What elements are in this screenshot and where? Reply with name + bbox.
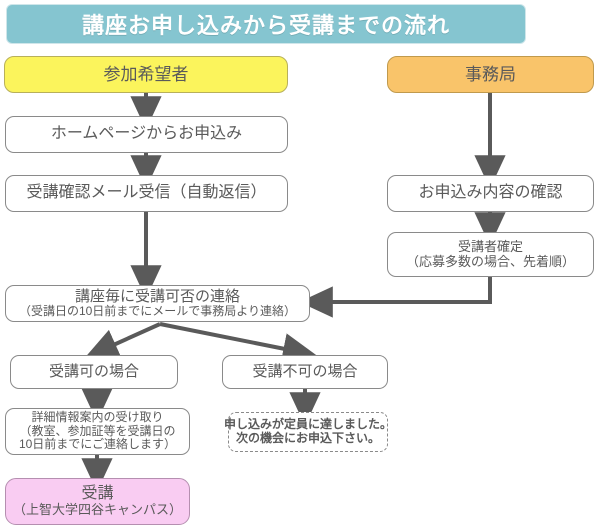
node-attend-course: 受講 （上智大学四谷キャンパス） (5, 478, 190, 525)
page-title: 講座お申し込みから受講までの流れ (6, 4, 526, 44)
node-result-notice-line2: （受講日の10日前までにメールで事務局より連絡） (18, 304, 297, 319)
node-fix-students-line1: 受講者確定 (457, 238, 523, 254)
node-branch-accepted-label: 受講可の場合 (48, 363, 139, 381)
lane-header-office: 事務局 (387, 56, 594, 93)
node-confirm-mail-label: 受講確認メール受信（自動返信） (26, 184, 267, 202)
node-detail-info-line1: 詳細情報案内の受け取り (31, 409, 164, 424)
node-detail-info-line3: 10日前までにご連絡します） (18, 437, 177, 452)
node-capacity-full-line1: 申し込みが定員に達しました。 (224, 417, 393, 432)
node-fix-students-line2: （応募多数の場合、先着順） (405, 253, 575, 269)
node-attend-course-line2: （上智大学四谷キャンパス） (12, 502, 182, 518)
node-check-content-label: お申込み内容の確認 (418, 184, 563, 202)
lane-header-office-label: 事務局 (465, 64, 516, 84)
node-attend-course-line1: 受講 (81, 484, 114, 502)
node-apply-web-label: ホームページからお申込み (50, 125, 243, 143)
node-detail-info: 詳細情報案内の受け取り （教室、参加証等を受講日の 10日前までにご連絡します） (5, 408, 190, 455)
lane-header-applicant-label: 参加希望者 (103, 64, 189, 84)
node-apply-web: ホームページからお申込み (5, 116, 288, 153)
node-detail-info-line2: （教室、参加証等を受講日の (19, 423, 176, 438)
node-confirm-mail: 受講確認メール受信（自動返信） (5, 175, 288, 212)
node-fix-students: 受講者確定 （応募多数の場合、先着順） (387, 232, 594, 277)
node-capacity-full-line2: 次の機会にお申込下さい。 (235, 431, 380, 445)
node-branch-accepted: 受講可の場合 (10, 355, 178, 389)
node-capacity-full: 申し込みが定員に達しました。 次の機会にお申込下さい。 (224, 412, 392, 452)
node-branch-rejected: 受講不可の場合 (222, 355, 388, 389)
node-branch-rejected-label: 受講不可の場合 (252, 363, 358, 381)
node-result-notice: 講座毎に受講可否の連絡 （受講日の10日前までにメールで事務局より連絡） (5, 285, 310, 322)
node-result-notice-line1: 講座毎に受講可否の連絡 (74, 287, 240, 305)
node-check-content: お申込み内容の確認 (387, 175, 594, 212)
lane-header-applicant: 参加希望者 (4, 56, 288, 93)
